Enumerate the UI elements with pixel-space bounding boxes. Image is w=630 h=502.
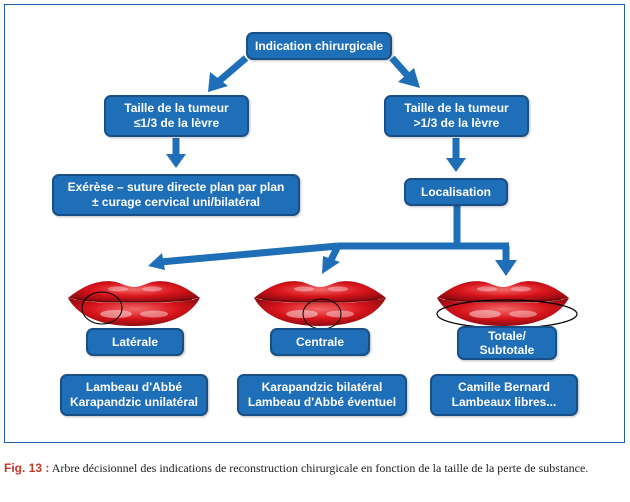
node-central-techniques-line2: Lambeau d'Abbé éventuel [247,395,397,409]
node-central: Centrale [270,328,370,356]
node-lateral: Latérale [86,328,184,356]
node-root: Indication chirurgicale [246,32,392,60]
node-total-techniques-line2: Lambeaux libres... [451,395,557,409]
node-left-result-line1: Exérèse – suture directe plan par plan [67,180,285,194]
arrowhead-root-left [208,72,228,92]
figure-caption-text: Arbre décisionnel des indications de rec… [51,461,589,475]
figure-frame [4,4,625,443]
node-root-label: Indication chirurgicale [254,38,384,53]
node-total-techniques: Camille Bernard Lambeaux libres... [430,374,578,416]
arrowhead-total [495,260,517,276]
diagram-canvas [67,55,578,330]
node-lateral-techniques-line1: Lambeau d'Abbé [85,380,183,394]
figure-number: Fig. 13 : [4,461,50,475]
node-central-label: Centrale [295,334,345,349]
arrowhead-left-down [166,154,186,168]
lesion-marker-lateral [81,291,123,325]
arrow-root-left [215,55,249,85]
node-right-condition: Taille de la tumeur >1/3 de la lèvre [384,95,529,137]
lips-total [436,280,578,329]
node-left-condition: Taille de la tumeur ≤1/3 de la lèvre [104,95,249,137]
node-total-line2: Subtotale [479,343,535,357]
node-central-techniques-line1: Karapandzic bilatéral [261,380,383,394]
arrow-to-lateral [159,242,339,266]
arrowhead-right-down [446,158,466,172]
arrows [148,55,517,276]
node-total-line1: Totale/ [488,329,526,343]
figure-caption: Fig. 13 : Arbre décisionnel des indicati… [4,461,624,476]
node-left-condition-line1: Taille de la tumeur [124,101,229,115]
node-left-condition-line2: ≤1/3 de la lèvre [133,116,220,130]
node-right-condition-line1: Taille de la tumeur [404,101,509,115]
node-total-techniques-line1: Camille Bernard [457,380,551,394]
lips-central [253,280,387,330]
node-lateral-techniques: Lambeau d'Abbé Karapandzic unilatéral [60,374,208,416]
node-right-condition-line2: >1/3 de la lèvre [413,116,500,130]
arrow-root-right [389,55,411,79]
node-total: Totale/ Subtotale [457,326,557,360]
arrowhead-lateral [148,253,165,270]
node-localisation: Localisation [404,178,508,206]
node-lateral-techniques-line2: Karapandzic unilatéral [69,395,199,409]
node-left-result-line2: ± curage cervical uni/bilatéral [92,195,260,209]
lips-lateral [67,280,201,327]
node-central-techniques: Karapandzic bilatéral Lambeau d'Abbé éve… [237,374,407,416]
node-left-result: Exérèse – suture directe plan par plan ±… [52,174,300,216]
node-lateral-label: Latérale [111,334,159,349]
arrowhead-root-right [398,68,420,88]
arrowhead-central [322,256,340,274]
node-localisation-label: Localisation [420,184,491,199]
